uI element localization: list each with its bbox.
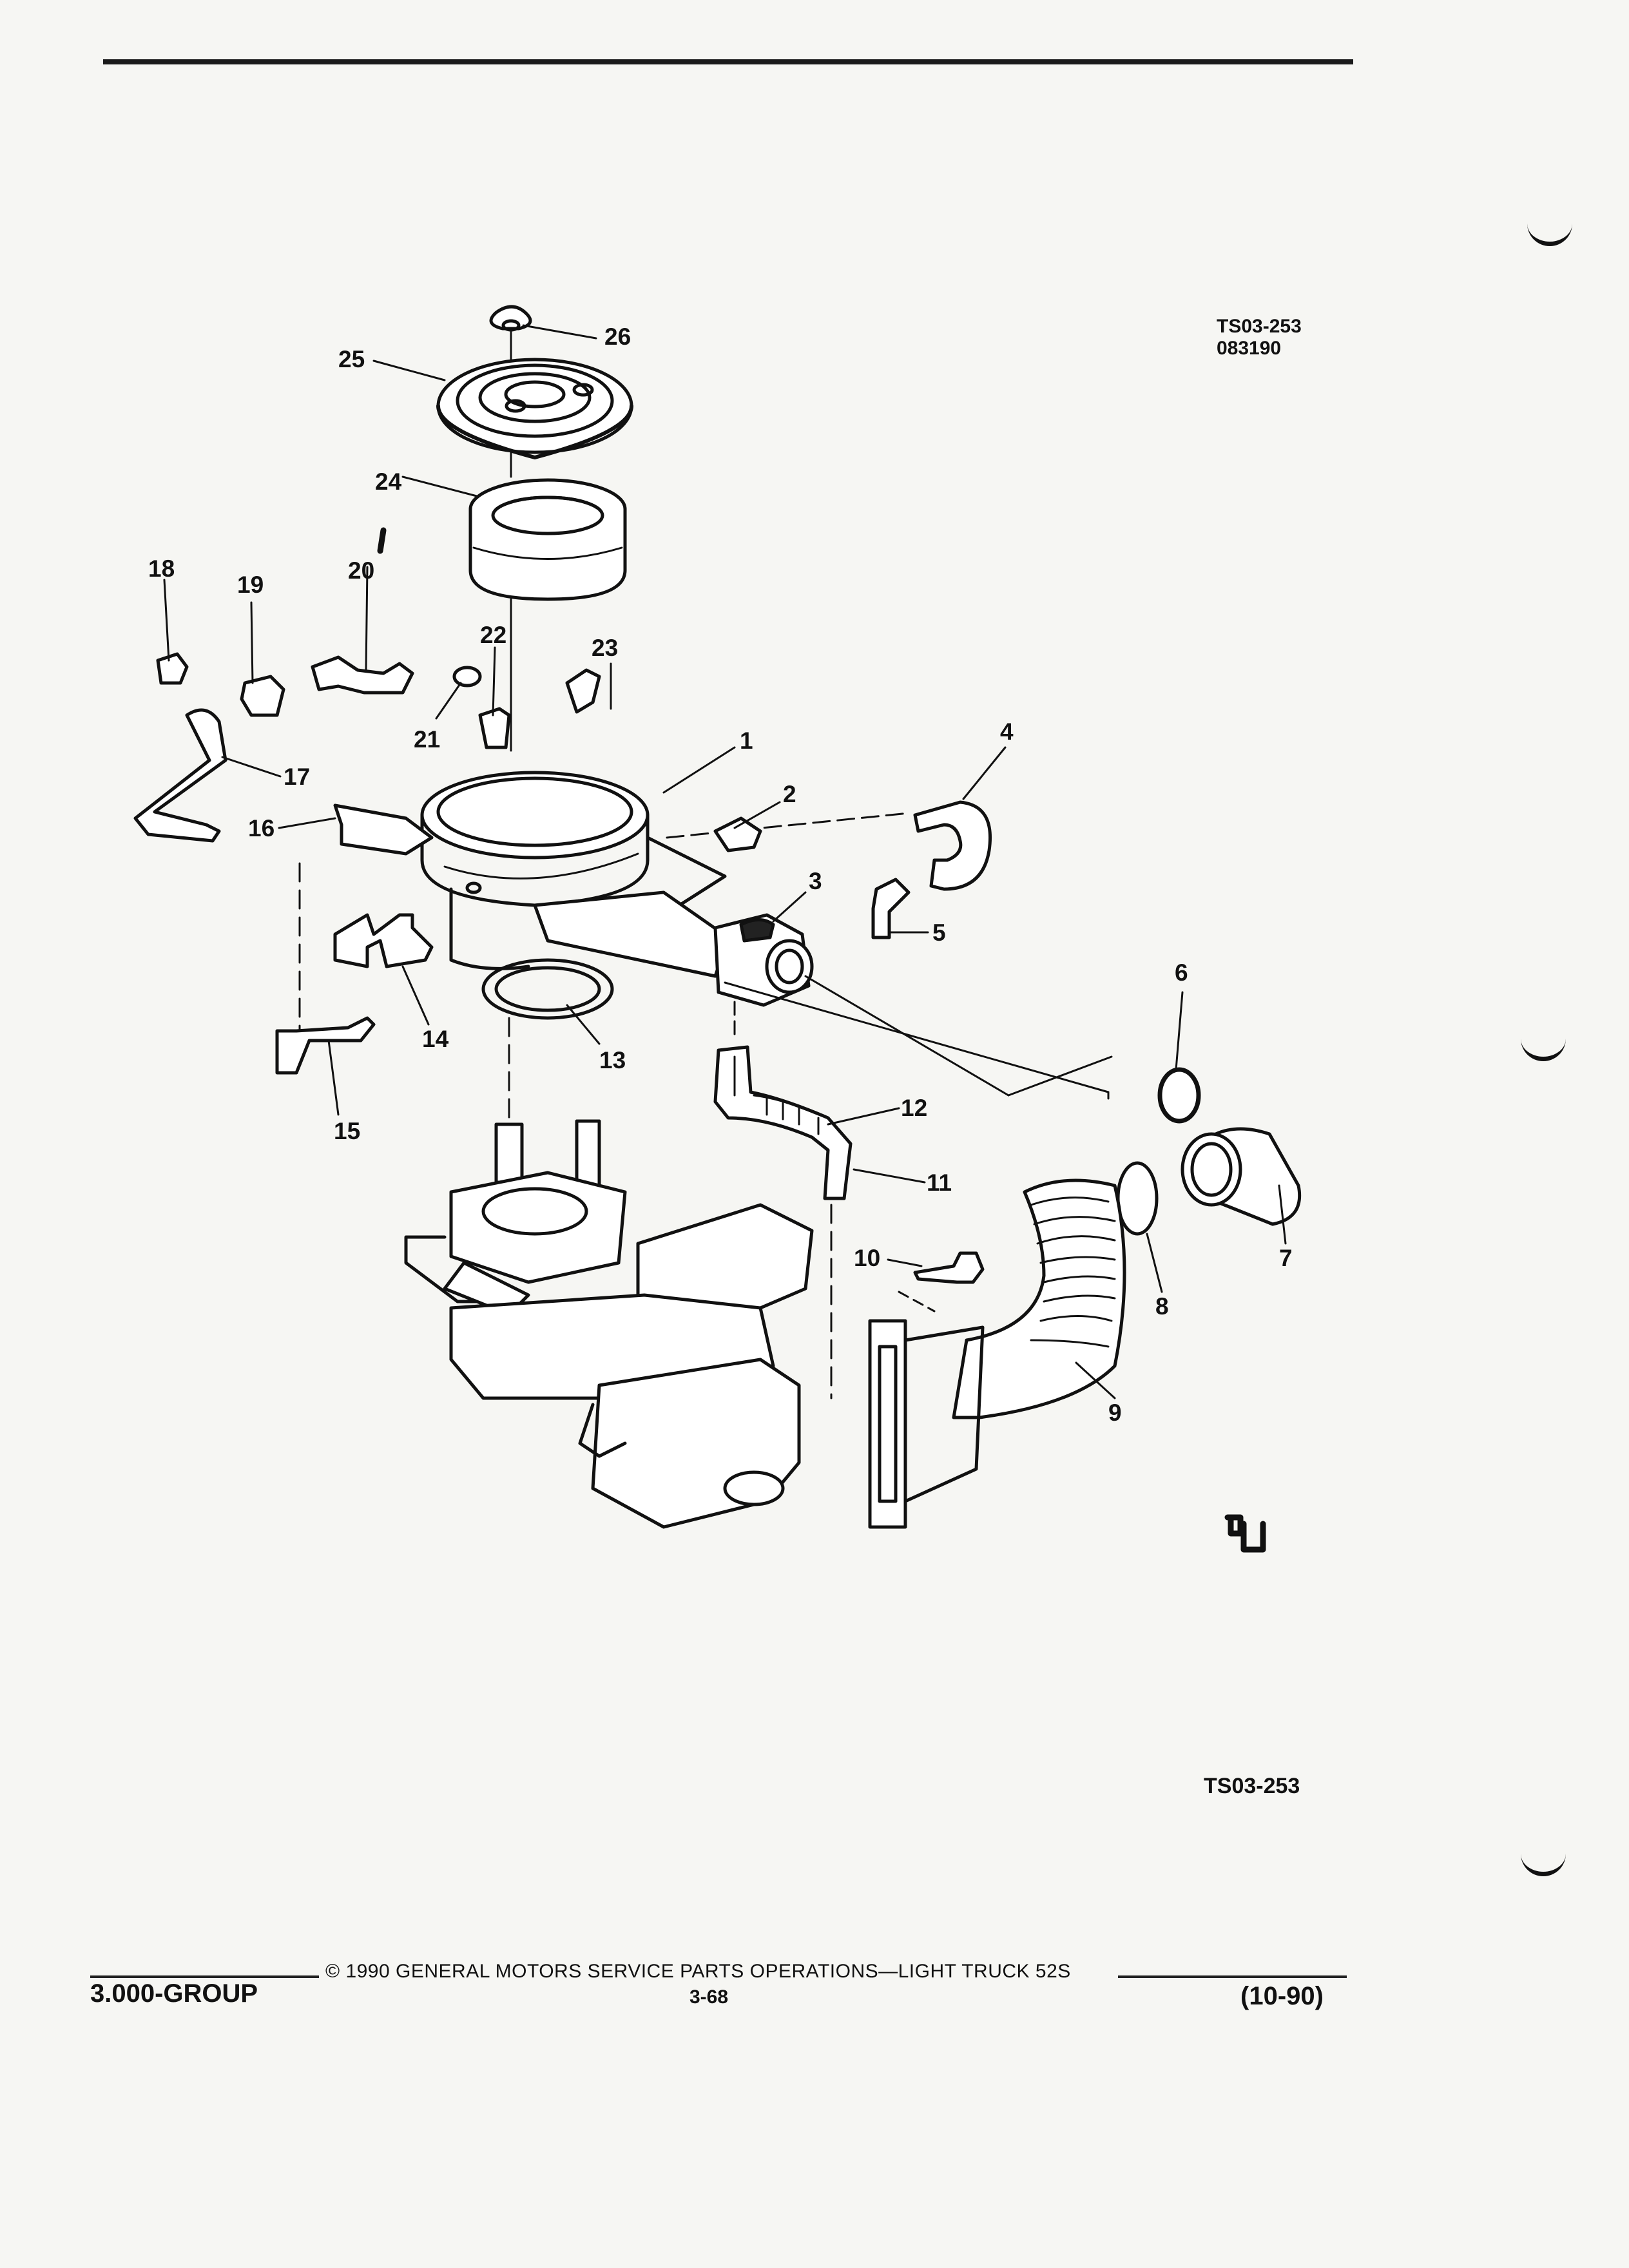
leader-lines xyxy=(163,324,1287,1399)
part-hose-clamp xyxy=(1157,1067,1201,1124)
callout-4: 4 xyxy=(1000,718,1014,745)
footer-page-number: 3-68 xyxy=(689,1986,729,2008)
callout-11: 11 xyxy=(927,1169,952,1196)
part-pipe xyxy=(311,655,414,695)
figure-code: TS03-253 xyxy=(1217,316,1302,337)
part-pcv-hose xyxy=(713,1045,853,1200)
figure-date-code: 083190 xyxy=(1217,338,1282,359)
part-grommet xyxy=(452,666,482,687)
callout-12: 12 xyxy=(901,1095,927,1121)
footer-group: 3.000-GROUP xyxy=(90,1979,258,2008)
figure-code-bottom: TS03-253 xyxy=(1204,1774,1300,1798)
callout-13: 13 xyxy=(599,1047,626,1073)
binder-mark xyxy=(1521,1852,1566,1876)
callout-6: 6 xyxy=(1175,959,1188,986)
callout-17: 17 xyxy=(284,764,310,790)
callout-2: 2 xyxy=(783,781,796,807)
part-air-cleaner-cover xyxy=(436,358,633,459)
part-snorkel-valve xyxy=(713,913,814,1007)
part-bracket xyxy=(333,913,434,968)
part-tube xyxy=(133,708,227,843)
footer-copyright: © 1990 GENERAL MOTORS SERVICE PARTS OPER… xyxy=(325,1961,1071,1982)
callout-20: 20 xyxy=(348,557,374,584)
part-retainer xyxy=(565,668,601,714)
callout-23: 23 xyxy=(592,635,618,661)
callout-9: 9 xyxy=(1108,1399,1122,1426)
callout-19: 19 xyxy=(237,572,264,598)
header-rule xyxy=(103,59,1353,64)
part-clip xyxy=(713,816,762,852)
callout-10: 10 xyxy=(854,1245,880,1271)
callout-16: 16 xyxy=(248,815,275,841)
callout-21: 21 xyxy=(414,726,440,753)
callout-3: 3 xyxy=(809,868,822,894)
callout-24: 24 xyxy=(375,468,402,495)
callout-25: 25 xyxy=(338,346,365,372)
part-air-cleaner-housing xyxy=(420,771,730,978)
callout-7: 7 xyxy=(1279,1245,1293,1271)
footer-rule-left xyxy=(90,1975,319,1978)
part-inlet-elbow xyxy=(1181,1127,1302,1226)
part-bolt xyxy=(913,1251,985,1284)
part-sensor xyxy=(333,803,434,856)
binder-mark xyxy=(1521,1037,1566,1061)
callout-26: 26 xyxy=(604,323,631,350)
callout-15: 15 xyxy=(334,1118,360,1144)
part-plug xyxy=(156,652,189,685)
binder-mark xyxy=(1527,222,1572,246)
callout-8: 8 xyxy=(1155,1293,1169,1320)
part-gasket xyxy=(481,958,614,1020)
part-filter-element xyxy=(468,478,627,601)
callout-18: 18 xyxy=(148,555,175,582)
callout-1: 1 xyxy=(740,727,753,754)
callout-22: 22 xyxy=(480,622,506,648)
part-check-valve xyxy=(240,675,285,717)
part-vacuum-hose xyxy=(913,800,992,891)
part-seal-ring xyxy=(1116,1161,1159,1236)
gm-parts-logo-icon xyxy=(1224,1514,1266,1553)
figure-code-top: TS03-253 083190 xyxy=(1217,316,1302,360)
footer-rule-right xyxy=(1118,1975,1347,1978)
callout-5: 5 xyxy=(932,919,946,946)
part-elbow-fitting xyxy=(871,878,911,939)
callout-14: 14 xyxy=(422,1026,449,1052)
part-air-duct xyxy=(868,1178,1126,1529)
part-throttle-body-manifold xyxy=(404,1119,814,1529)
part-connector xyxy=(275,1016,376,1075)
footer-revision: (10-90) xyxy=(1240,1982,1324,2010)
part-wing-nut xyxy=(489,305,532,332)
part-mount-bracket xyxy=(478,707,511,749)
